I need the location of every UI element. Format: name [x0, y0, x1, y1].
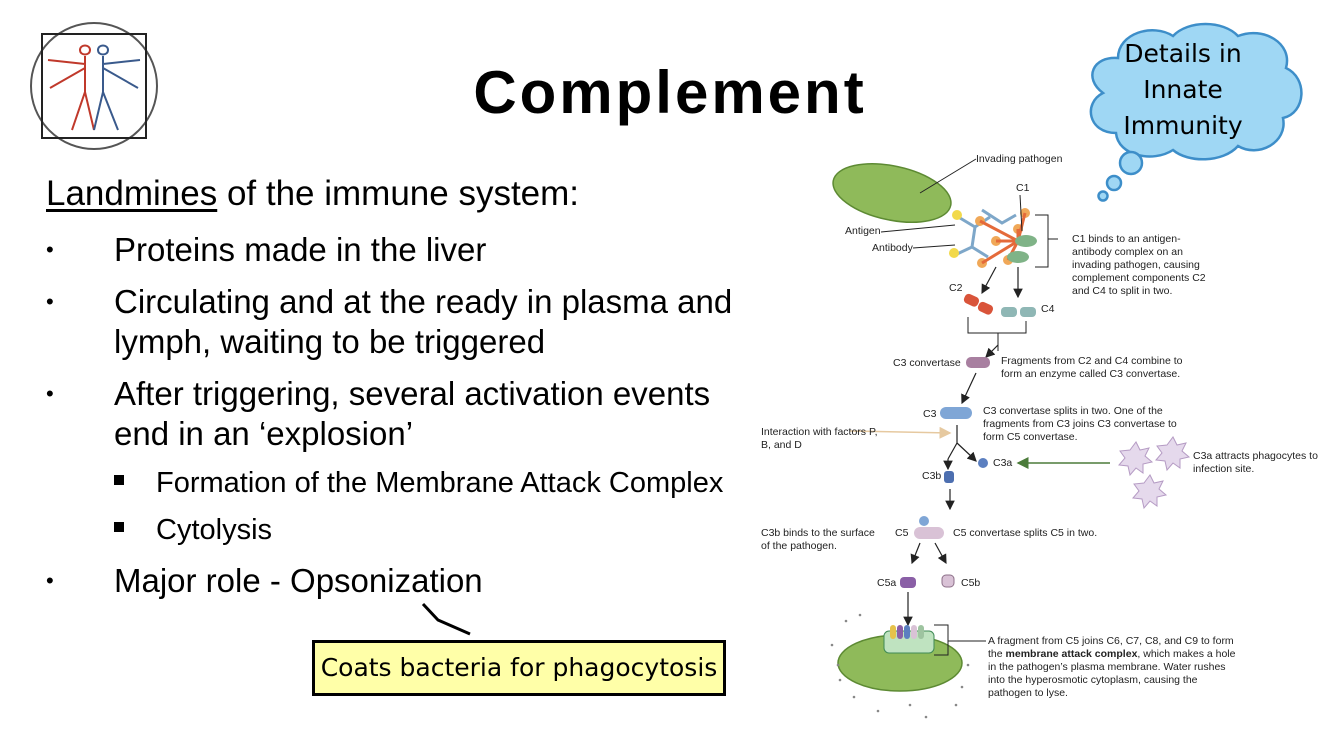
complement-cascade-diagram: Invading pathogen C1 Antigen Antibody C1…: [750, 145, 1325, 730]
desc-c3a: C3a attracts phagocytes to infection sit…: [1193, 450, 1318, 475]
label-c5: C5: [895, 527, 909, 539]
square-bullet-icon: [114, 522, 124, 532]
heading-rest: of the immune system:: [217, 174, 580, 213]
bullet-dot-icon: •: [46, 289, 54, 314]
thought-cloud: [1089, 22, 1303, 202]
label-c3: C3: [923, 408, 937, 420]
bullet-text: Major role - Opsonization: [114, 562, 483, 599]
desc-c3-convertase: Fragments from C2 and C4 combine to form…: [1001, 355, 1183, 380]
bullet-dot-icon: •: [46, 237, 54, 262]
desc-mac-bold: membrane attack complex: [1005, 648, 1138, 660]
label-c2: C2: [949, 282, 963, 294]
sub-bullet-text: Cytolysis: [156, 514, 273, 546]
desc-mac-part-1: A fragment from C5 joins C6, C7, C8, and…: [988, 635, 1234, 660]
desc-mac: A fragment from C5 joins C6, C7, C8, and…: [988, 635, 1238, 700]
bullet-dot-icon: •: [46, 381, 54, 406]
label-c3-convertase: C3 convertase: [893, 357, 961, 369]
label-invading-pathogen: Invading pathogen: [976, 153, 1063, 165]
callout-pointer: [421, 602, 471, 636]
bullet-text: After triggering, several activation eve…: [114, 375, 711, 452]
desc-c3b: C3b binds to the surface of the pathogen…: [761, 527, 875, 552]
label-c1: C1: [1016, 182, 1030, 194]
diagram-artwork: [830, 158, 1191, 719]
bullet-text: Circulating and at the ready in plasma a…: [114, 283, 733, 360]
label-c4: C4: [1041, 303, 1055, 315]
callout-box: Coats bacteria for phagocytosis: [312, 640, 726, 696]
label-c3a: C3a: [993, 457, 1013, 469]
vitruvian-man-logo: [30, 22, 158, 150]
desc-c3: C3 convertase splits in two. One of the …: [983, 405, 1177, 443]
heading-underlined: Landmines: [46, 174, 218, 213]
desc-c5: C5 convertase splits C5 in two.: [953, 527, 1098, 539]
section-heading: Landmines of the immune system:: [46, 174, 579, 214]
page-title: Complement: [473, 59, 867, 126]
desc-c1: C1 binds to an antigen-antibody complex …: [1072, 233, 1206, 297]
bullet-text: Proteins made in the liver: [114, 231, 487, 268]
label-c5a: C5a: [877, 577, 897, 589]
cloud-text: Details in Innate Immunity: [1123, 39, 1243, 140]
label-antibody: Antibody: [872, 242, 913, 254]
label-factors: Interaction with factors P, B, and D: [761, 426, 878, 451]
sub-bullet-text: Formation of the Membrane Attack Complex: [156, 467, 724, 499]
label-c5b: C5b: [961, 577, 981, 589]
label-antigen: Antigen: [845, 225, 881, 237]
bullet-dot-icon: •: [46, 568, 54, 593]
label-c3b: C3b: [922, 470, 942, 482]
square-bullet-icon: [114, 475, 124, 485]
desc-mac-part-2: , which makes a hole in the pathogen’s p…: [988, 648, 1236, 699]
